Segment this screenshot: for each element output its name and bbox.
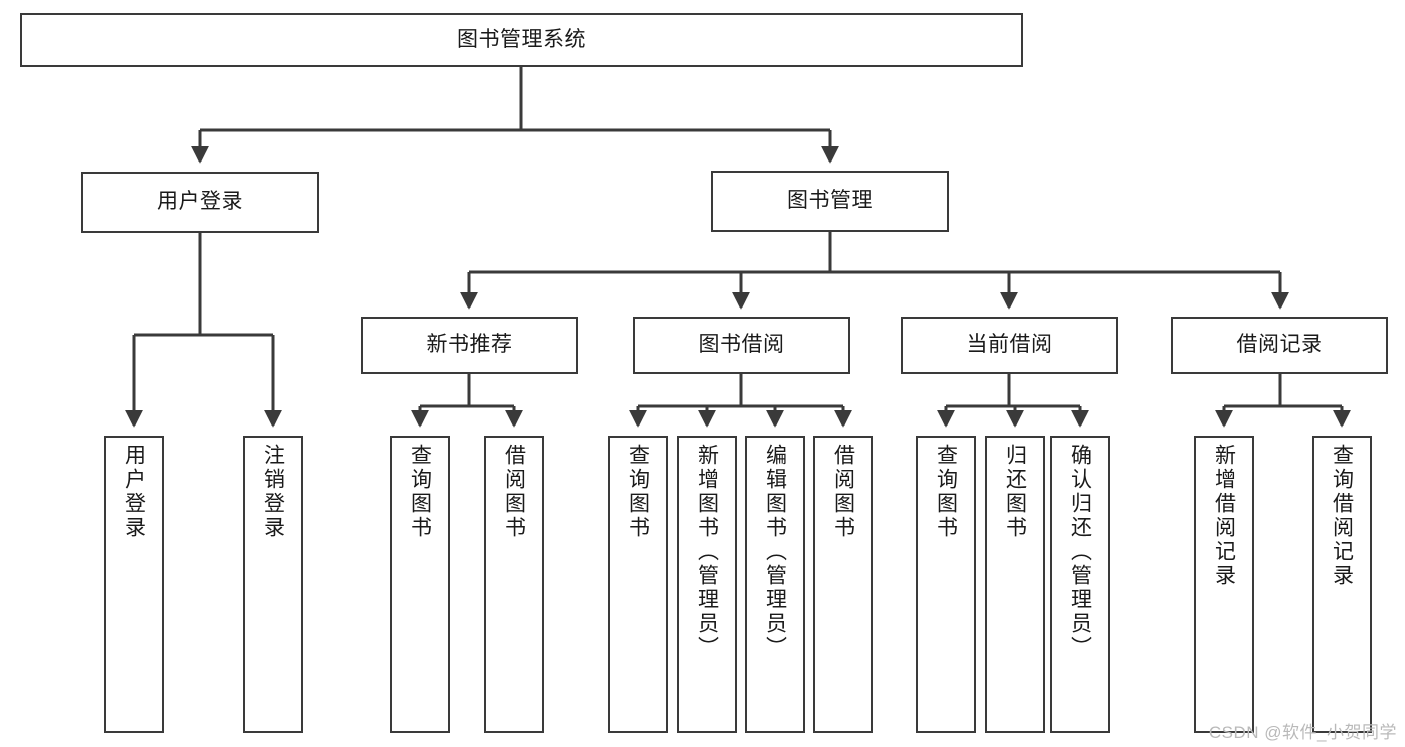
node-leaf-query-book-2-label: 查询图书	[626, 444, 650, 540]
node-new-book-recommend-label: 新书推荐	[426, 333, 513, 357]
node-leaf-logout-label: 注销登录	[261, 444, 285, 540]
node-leaf-query-book-1-label: 查询图书	[408, 444, 432, 540]
node-leaf-add-record[interactable]: 新增借阅记录	[1194, 436, 1254, 733]
node-borrow-record-label: 借阅记录	[1236, 333, 1323, 357]
node-leaf-edit-book-label: 编辑图书（管理员）	[763, 444, 787, 660]
node-leaf-return-book-label: 归还图书	[1003, 444, 1027, 540]
node-leaf-edit-book[interactable]: 编辑图书（管理员）	[745, 436, 805, 733]
node-leaf-query-book-1[interactable]: 查询图书	[390, 436, 450, 733]
node-leaf-logout[interactable]: 注销登录	[243, 436, 303, 733]
node-book-borrow-label: 图书借阅	[698, 333, 785, 357]
node-book-manage[interactable]: 图书管理	[711, 171, 949, 232]
node-leaf-borrow-book-2-label: 借阅图书	[831, 444, 855, 540]
node-leaf-add-record-label: 新增借阅记录	[1212, 444, 1236, 588]
node-leaf-user-login-label: 用户登录	[122, 444, 146, 540]
node-leaf-query-record[interactable]: 查询借阅记录	[1312, 436, 1372, 733]
node-leaf-user-login[interactable]: 用户登录	[104, 436, 164, 733]
node-leaf-add-book[interactable]: 新增图书（管理员）	[677, 436, 737, 733]
node-root[interactable]: 图书管理系统	[20, 13, 1023, 67]
node-leaf-add-book-label: 新增图书（管理员）	[695, 444, 719, 660]
node-current-borrow-label: 当前借阅	[966, 333, 1053, 357]
node-leaf-confirm-return-label: 确认归还（管理员）	[1068, 444, 1092, 660]
node-leaf-query-book-3[interactable]: 查询图书	[916, 436, 976, 733]
node-borrow-record[interactable]: 借阅记录	[1171, 317, 1388, 374]
node-current-borrow[interactable]: 当前借阅	[901, 317, 1118, 374]
node-leaf-query-record-label: 查询借阅记录	[1330, 444, 1354, 588]
node-leaf-confirm-return[interactable]: 确认归还（管理员）	[1050, 436, 1110, 733]
node-leaf-borrow-book-1[interactable]: 借阅图书	[484, 436, 544, 733]
node-user-login[interactable]: 用户登录	[81, 172, 319, 233]
node-user-login-label: 用户登录	[157, 190, 243, 214]
node-leaf-query-book-3-label: 查询图书	[934, 444, 958, 540]
node-leaf-borrow-book-1-label: 借阅图书	[502, 444, 526, 540]
node-root-label: 图书管理系统	[457, 27, 586, 51]
node-new-book-recommend[interactable]: 新书推荐	[361, 317, 578, 374]
node-leaf-borrow-book-2[interactable]: 借阅图书	[813, 436, 873, 733]
watermark: CSDN @软件_小贺同学	[1208, 723, 1397, 742]
node-book-borrow[interactable]: 图书借阅	[633, 317, 850, 374]
node-leaf-return-book[interactable]: 归还图书	[985, 436, 1045, 733]
node-book-manage-label: 图书管理	[787, 189, 873, 213]
node-leaf-query-book-2[interactable]: 查询图书	[608, 436, 668, 733]
